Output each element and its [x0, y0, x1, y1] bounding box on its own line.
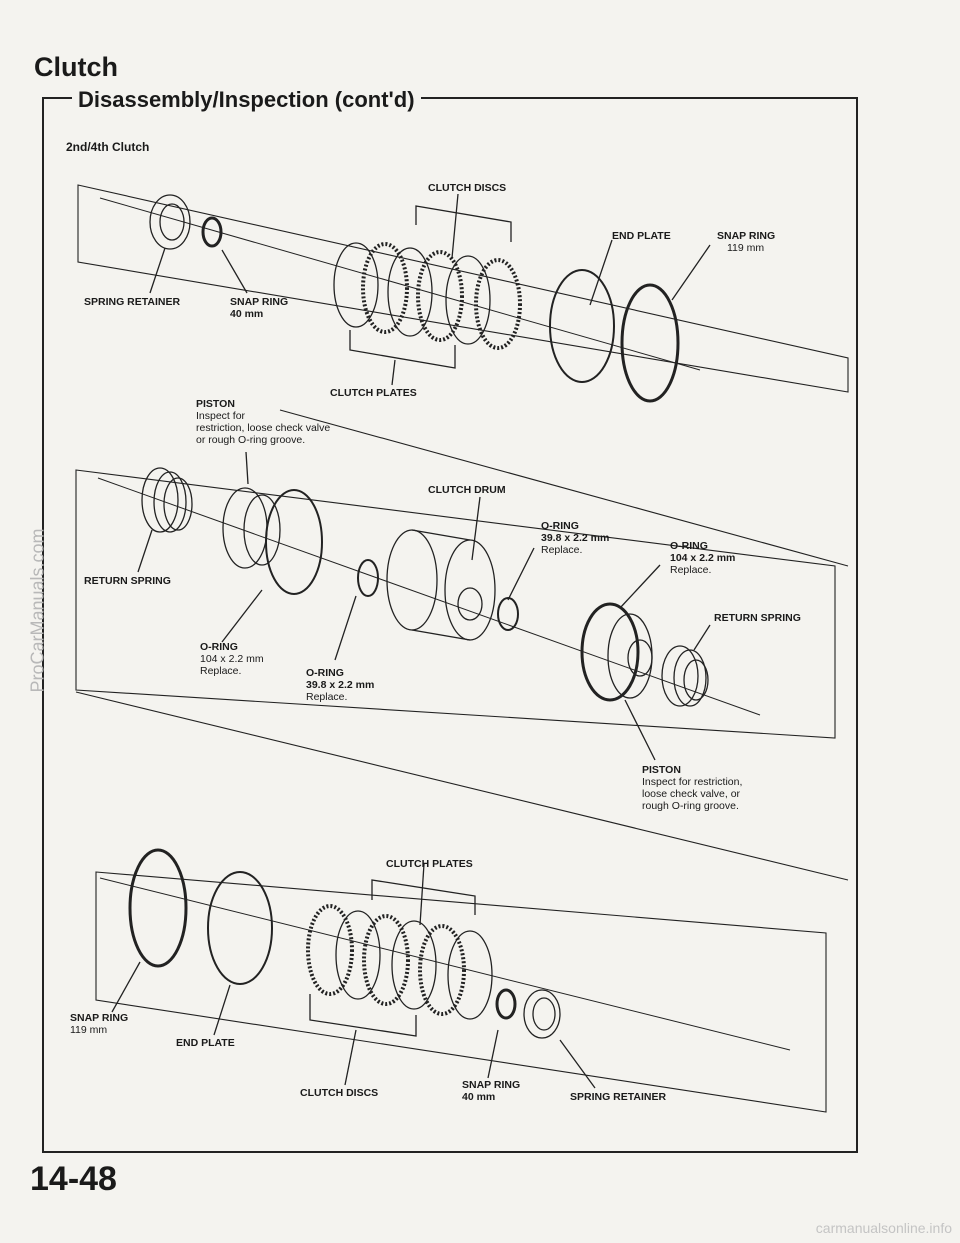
label-oring-d-note: Replace.	[306, 691, 348, 703]
label-clutch-plates-top: CLUTCH PLATES	[330, 387, 417, 399]
label-spring-retainer-top: SPRING RETAINER	[84, 296, 181, 308]
footer-watermark: carmanualsonline.info	[815, 1220, 952, 1236]
label-end-plate-top: END PLATE	[612, 230, 671, 242]
page-title: Clutch	[34, 52, 118, 82]
label-piston-top: PISTON	[196, 398, 235, 410]
label-spring-retainer-bottom: SPRING RETAINER	[570, 1091, 667, 1103]
label-oring-d-size: 39.8 x 2.2 mm	[306, 679, 375, 691]
label-piston-bottom: PISTON	[642, 764, 681, 776]
diagram-frame	[42, 97, 858, 1153]
piston-bottom-note-3: rough O-ring groove.	[642, 800, 739, 812]
frame-top-left	[42, 97, 76, 99]
label-snap-ring-top: SNAP RING	[717, 230, 776, 242]
spring-retainer-top	[149, 194, 191, 250]
side-watermark: ProCarManuals.com	[27, 528, 48, 693]
label-snap-ring-bottom-size: 119 mm	[70, 1024, 108, 1036]
label-return-spring-right: RETURN SPRING	[714, 612, 801, 624]
oring-small-right	[497, 597, 519, 631]
return-spring-left	[141, 467, 193, 533]
axis-bottom	[99, 877, 791, 1051]
clutch-drum	[386, 529, 496, 641]
label-clutch-discs-bottom: CLUTCH DISCS	[300, 1087, 379, 1099]
label-clutch-plates-bottom: CLUTCH PLATES	[386, 858, 473, 870]
piston-left	[222, 487, 281, 569]
piston-top-note-1: Inspect for	[196, 410, 246, 422]
clutch-pack-bottom	[306, 904, 493, 1020]
snap-ring-large-bottom	[128, 848, 188, 968]
label-end-plate-bottom: END PLATE	[176, 1037, 235, 1049]
end-plate-top	[549, 269, 615, 383]
label-oring-a-note: Replace.	[541, 544, 583, 556]
axis-middle	[97, 477, 761, 716]
label-snap-ring-top-size: 119 mm	[727, 242, 765, 254]
label-oring-b: O-RING	[670, 540, 708, 552]
band-bottom	[95, 871, 827, 1113]
label-oring-d: O-RING	[306, 667, 344, 679]
diagram-subtitle: 2nd/4th Clutch	[66, 140, 150, 154]
label-oring-c-size: 104 x 2.2 mm	[200, 653, 264, 665]
band-middle	[75, 469, 836, 739]
axis-top	[99, 197, 701, 371]
end-plate-bottom	[207, 871, 273, 985]
piston-bottom-note-2: loose check valve, or	[642, 788, 741, 800]
return-spring-right	[661, 645, 709, 707]
label-return-spring-left: RETURN SPRING	[84, 575, 171, 587]
label-snap-ring-small-top-size: 40 mm	[230, 308, 264, 320]
label-snap-ring-small-bottom-size: 40 mm	[462, 1091, 496, 1103]
clutch-pack-top	[333, 242, 522, 350]
snap-ring-small-bottom	[495, 988, 517, 1020]
section-title: Disassembly/Inspection (cont'd)	[72, 87, 421, 113]
label-oring-b-size: 104 x 2.2 mm	[670, 552, 736, 564]
spring-retainer-bottom	[523, 989, 561, 1039]
band-diag2	[279, 409, 849, 567]
label-oring-a: O-RING	[541, 520, 579, 532]
snap-ring-large-top	[620, 283, 680, 403]
label-clutch-drum: CLUTCH DRUM	[428, 484, 506, 496]
oring-large-left	[265, 489, 323, 595]
piston-right	[580, 602, 653, 702]
snap-ring-small-top	[201, 216, 223, 248]
label-oring-c: O-RING	[200, 641, 238, 653]
label-clutch-discs-top: CLUTCH DISCS	[428, 182, 507, 194]
piston-top-note-3: or rough O-ring groove.	[196, 434, 306, 446]
band-diag	[75, 691, 849, 881]
page-number: 14-48	[30, 1160, 117, 1198]
label-oring-b-note: Replace.	[670, 564, 712, 576]
oring-small-left	[357, 559, 379, 597]
label-snap-ring-small-top: SNAP RING	[230, 296, 289, 308]
piston-top-note-2: restriction, loose check valve	[196, 422, 331, 434]
label-oring-a-size: 39.8 x 2.2 mm	[541, 532, 610, 544]
frame-top-right	[410, 97, 856, 99]
label-snap-ring-small-bottom: SNAP RING	[462, 1079, 521, 1091]
label-snap-ring-bottom: SNAP RING	[70, 1012, 129, 1024]
label-oring-c-note: Replace.	[200, 665, 242, 677]
piston-bottom-note-1: Inspect for restriction,	[642, 776, 743, 788]
